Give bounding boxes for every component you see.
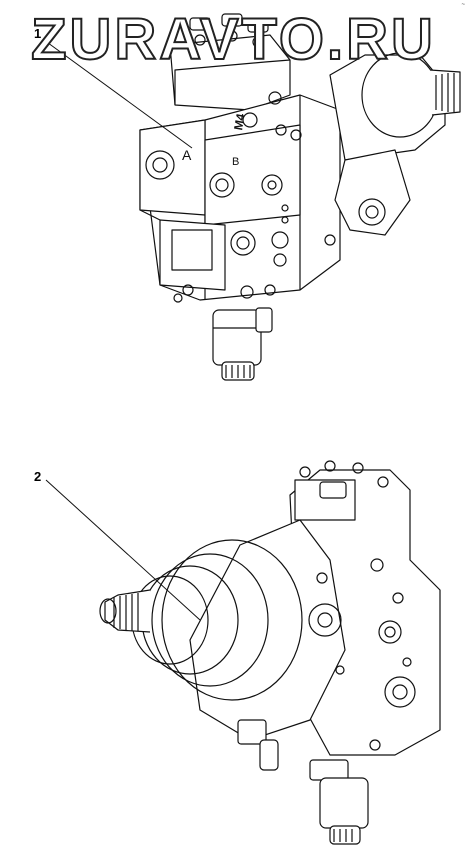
callout-label-1: 1	[34, 26, 42, 41]
corner-mark: ~	[461, 2, 465, 8]
callout-label-2: 2	[34, 469, 42, 484]
callout-leader-1	[43, 39, 193, 149]
port-b-marking: B	[232, 156, 239, 168]
hydraulic-motor-assembly-2	[99, 460, 441, 845]
hydraulic-motor-assembly-1: A B M4	[139, 13, 461, 381]
callout-leader-2	[45, 479, 201, 621]
port-a-marking: A	[182, 147, 192, 163]
